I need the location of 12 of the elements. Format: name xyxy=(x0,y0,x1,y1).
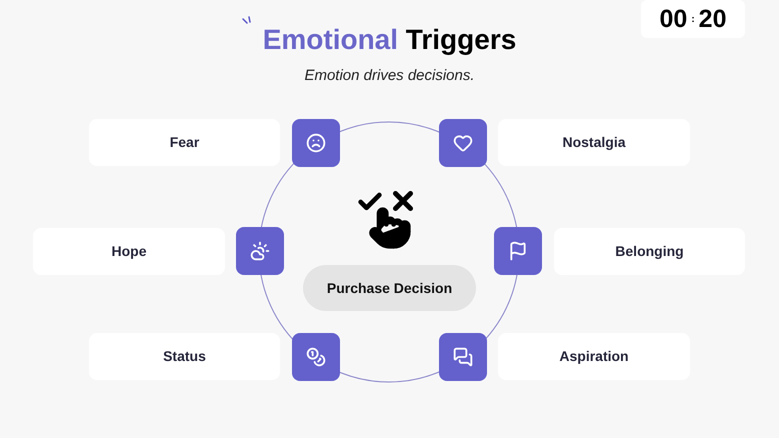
title: Emotional Triggers xyxy=(262,23,516,57)
trigger-card: Nostalgia xyxy=(498,119,690,166)
trigger-card: Hope xyxy=(33,228,225,275)
trigger-card: Status xyxy=(89,333,280,380)
trigger-card: Aspiration xyxy=(498,333,690,380)
trigger-card: Belonging xyxy=(554,228,745,275)
timer-digits: 20 xyxy=(698,6,726,32)
trigger-card: Fear xyxy=(89,119,280,166)
timer-digits: 00 xyxy=(660,6,688,32)
decision-pill: Purchase Decision xyxy=(303,265,476,311)
timer-separator: : xyxy=(691,12,695,26)
subtitle: Emotion drives decisions. xyxy=(303,66,476,86)
